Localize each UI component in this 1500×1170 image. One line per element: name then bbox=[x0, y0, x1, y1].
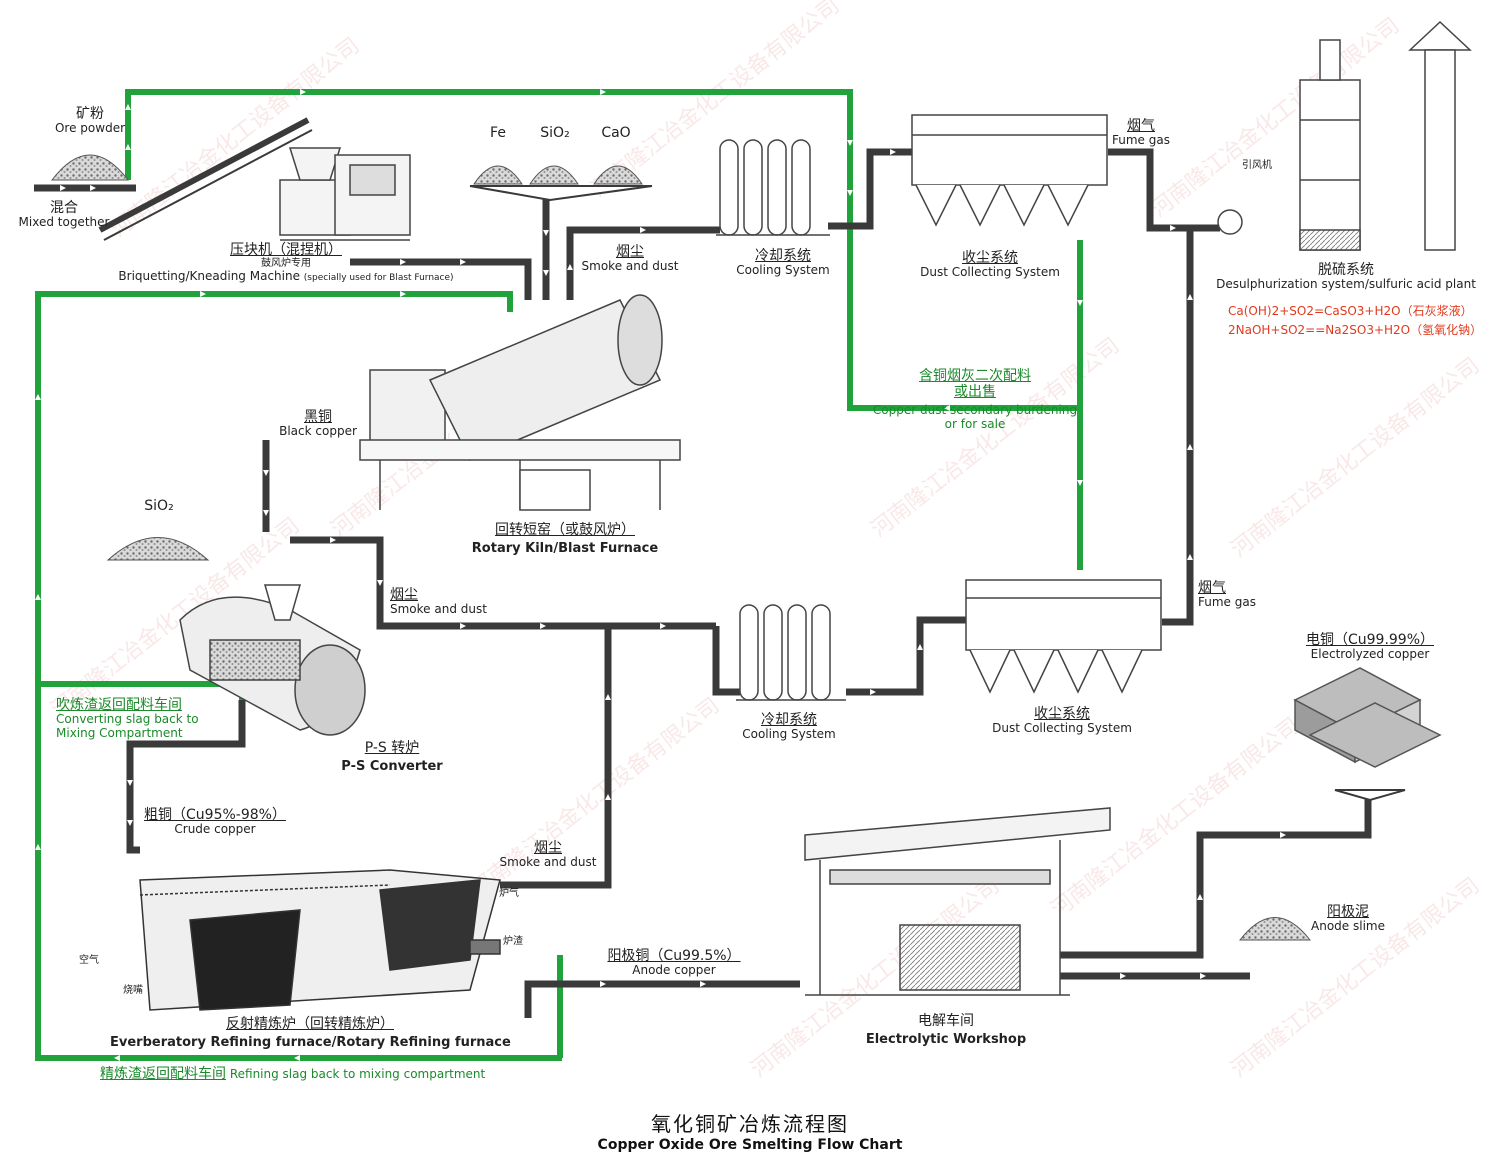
ore-powder-pile bbox=[50, 154, 130, 181]
sio2-top-label: SiO₂ bbox=[540, 125, 570, 141]
briquetting-machine-icon bbox=[279, 147, 411, 241]
briquetting-label: 压块机（混捏机） 鼓风炉专用 Briquetting/Kneading Mach… bbox=[118, 242, 454, 283]
anode-copper-label: 阳极铜（Cu99.5%）Anode copper bbox=[607, 948, 741, 978]
belt-kiln-smoke-up bbox=[566, 226, 720, 300]
electrolytic-workshop-icon bbox=[804, 807, 1111, 996]
anode-slime-pile bbox=[1238, 917, 1312, 941]
belt-fan-to-fumegas2 bbox=[1162, 228, 1194, 626]
additive-hopper bbox=[469, 185, 653, 202]
belt-refining-smoke bbox=[500, 876, 612, 889]
dust-collecting-system-1-icon bbox=[911, 114, 1108, 227]
belt-arrows bbox=[60, 149, 1286, 987]
crude-copper-label: 粗铜（Cu95%-98%）Crude copper bbox=[144, 807, 286, 837]
rotary-kiln-icon bbox=[359, 294, 681, 511]
electro-copper-label: 电铜（Cu99.99%）Electrolyzed copper bbox=[1305, 632, 1435, 662]
formula-1: Ca(OH)2+SO2=CaSO3+H2O（石灰浆液） bbox=[1228, 304, 1473, 318]
formula-2: 2NaOH+SO2==Na2SO3+H2O（氢氧化钠） bbox=[1228, 323, 1483, 337]
sio2-pile-mid bbox=[106, 537, 210, 561]
green-return-lines bbox=[35, 89, 1083, 1061]
green-line-outer-left bbox=[35, 291, 562, 1061]
green-line-copper-dust-loop bbox=[847, 230, 1080, 411]
dust-collecting-system-2-icon bbox=[965, 579, 1162, 694]
green-line-top bbox=[125, 89, 853, 230]
refining-label: 反射精炼炉（回转精炼炉）Everberatory Refining furnac… bbox=[110, 1016, 511, 1051]
burner-label: 烧嘴 bbox=[123, 985, 143, 996]
refining-furnace-icon bbox=[139, 869, 501, 1011]
air-label: 空气 bbox=[79, 955, 99, 966]
belt-electro-out bbox=[1060, 796, 1372, 959]
slag-label: 炉渣 bbox=[503, 936, 523, 947]
inclined-conveyor-icon bbox=[98, 117, 310, 233]
sio2-pile-top bbox=[529, 165, 579, 185]
belt-anode bbox=[524, 980, 800, 1018]
cao-label: CaO bbox=[601, 125, 631, 141]
belt-briquetting-to-kiln bbox=[350, 258, 532, 300]
sio2-mid-label: SiO₂ bbox=[144, 498, 174, 514]
copper-dust-label: 含铜烟灰二次配料 或出售 Copper dust secondary burde… bbox=[872, 368, 1078, 431]
belt-cooling2-to-dust2 bbox=[846, 616, 966, 696]
desulfurization-tower-icon bbox=[1217, 20, 1472, 251]
cooling-system-1-icon bbox=[716, 139, 830, 236]
fe-label: Fe bbox=[490, 125, 506, 141]
cooling-system-2-icon bbox=[736, 604, 846, 701]
page-title: 氧化铜矿冶炼流程图 Copper Oxide Ore Smelting Flow… bbox=[597, 1112, 903, 1153]
refining-slag-label: 精炼渣返回配料车间 Refining slag back to mixing c… bbox=[100, 1066, 486, 1082]
belt-cooling1-to-dust1 bbox=[828, 148, 912, 230]
electrolyzed-copper-icon bbox=[1293, 667, 1442, 802]
converting-slag-label: 吹炼渣返回配料车间 Converting slag back to Mixing… bbox=[56, 697, 199, 740]
ps-converter-icon bbox=[179, 584, 366, 736]
furnace-gas-label: 炉气 bbox=[499, 888, 519, 899]
belt-to-cooling2 bbox=[712, 626, 740, 696]
cao-pile bbox=[593, 165, 643, 185]
rotary-kiln-label: 回转短窑（或鼓风炉）Rotary Kiln/Blast Furnace bbox=[471, 522, 659, 557]
belt-dust1-to-fume bbox=[1108, 148, 1220, 232]
fan-label: 引风机 bbox=[1242, 160, 1272, 171]
green-arrows bbox=[35, 89, 1083, 1061]
belt-crude-copper bbox=[126, 700, 246, 854]
fe-pile bbox=[473, 165, 523, 185]
